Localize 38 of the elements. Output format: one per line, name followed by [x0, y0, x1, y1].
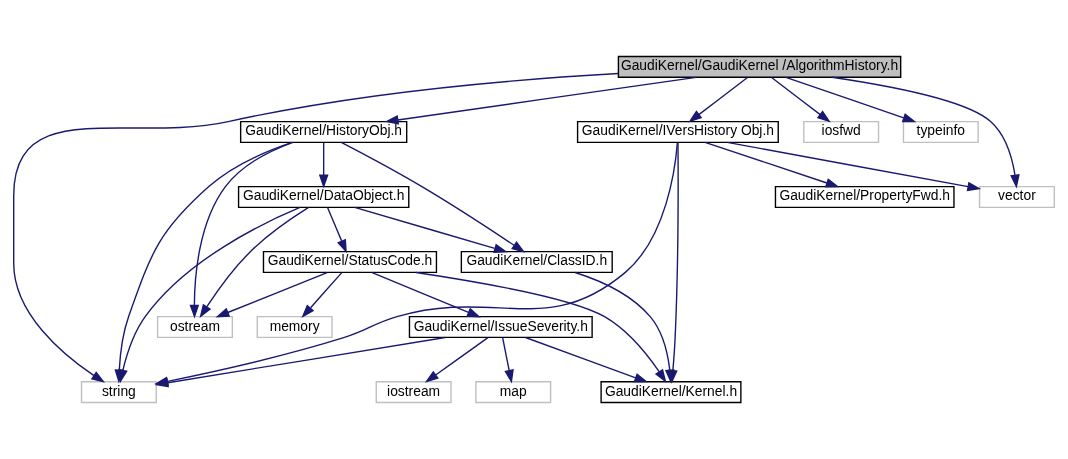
node-box: map	[475, 381, 552, 404]
arrow	[340, 141, 526, 253]
arrow	[424, 336, 489, 383]
arrow	[501, 336, 514, 384]
node-box: GaudiKernel/IssueSeverity.h	[408, 316, 593, 339]
arrow	[215, 271, 328, 318]
node-box: GaudiKernel/PropertyFwd.h	[774, 185, 955, 209]
arrow	[726, 141, 982, 192]
arrow	[688, 76, 749, 123]
arrow	[301, 271, 343, 318]
node-box: ostream	[156, 316, 234, 339]
arrow	[831, 76, 1020, 189]
node-box: iostream	[375, 381, 452, 404]
arrow	[199, 206, 310, 319]
node-box: memory	[256, 316, 333, 339]
arrow	[371, 271, 481, 318]
arrow	[189, 141, 294, 319]
arrow	[704, 141, 840, 188]
arrow	[318, 141, 329, 189]
node-box: GaudiKernel/GaudiKernel /AlgorithmHistory.h	[617, 55, 902, 78]
node-box: typeinfo	[902, 120, 979, 143]
arrow	[353, 206, 508, 253]
node-box: GaudiKernel/IVersHistory Obj.h	[576, 120, 779, 143]
node-box: GaudiKernel/StatusCode.h	[262, 250, 438, 274]
node-box: GaudiKernel/HistoryObj.h	[239, 120, 408, 143]
arrow	[326, 206, 347, 254]
node-box: vector	[978, 185, 1055, 209]
node-box: string	[80, 381, 157, 404]
node-box: GaudiKernel/ClassID.h	[460, 250, 613, 274]
arrow	[415, 271, 667, 383]
arrow	[785, 76, 917, 123]
arrow	[770, 76, 831, 123]
node-box: iosfwd	[803, 120, 880, 143]
arrow	[574, 271, 675, 384]
node-box: GaudiKernel/Kernel.h	[600, 381, 742, 404]
arrow	[384, 76, 697, 125]
node-box: GaudiKernel/DataObject.h	[237, 185, 410, 209]
arrow	[524, 336, 649, 383]
